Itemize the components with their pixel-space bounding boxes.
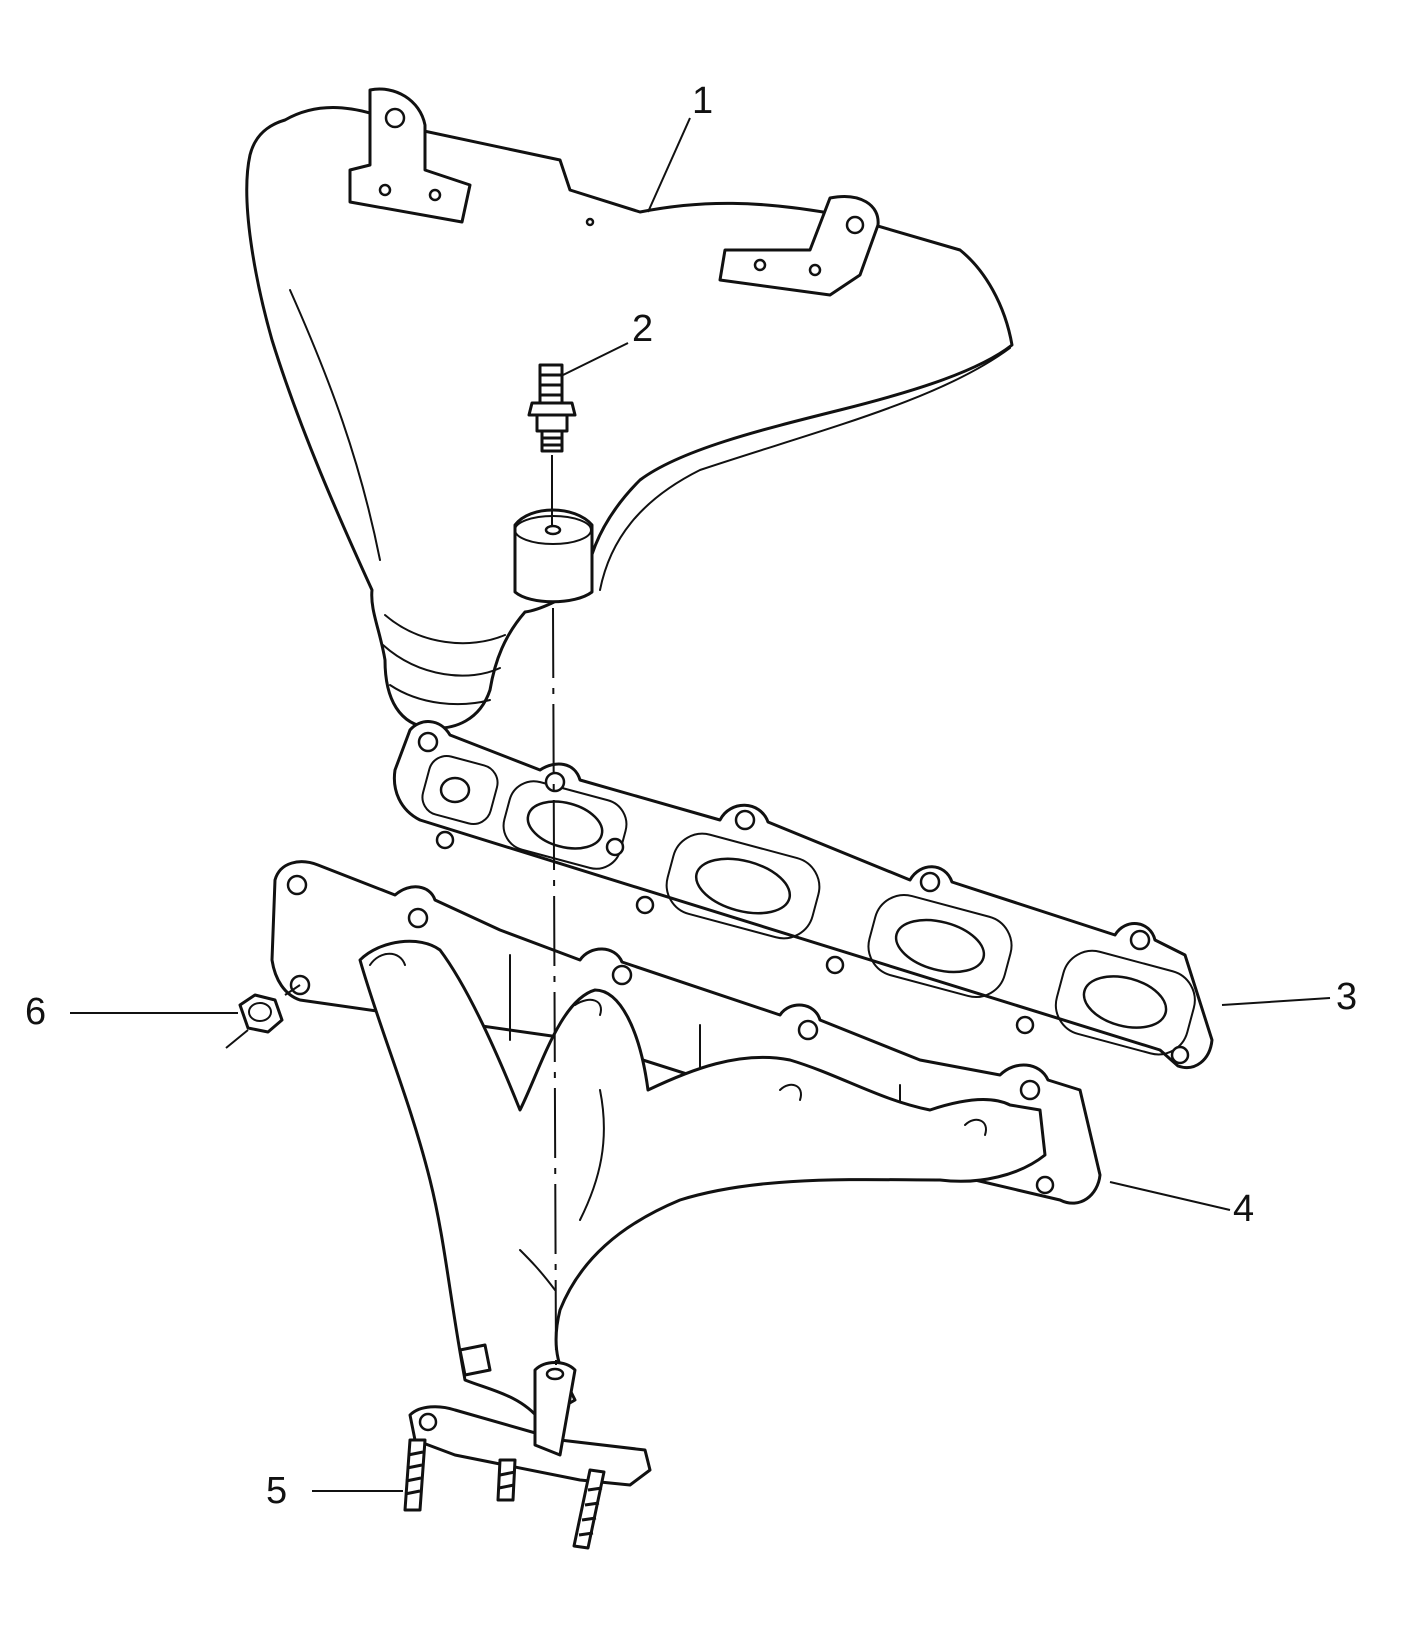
nut — [225, 984, 301, 1049]
callout-2: 2 — [632, 308, 654, 350]
callout-3: 3 — [1336, 976, 1358, 1018]
exhaust-gasket — [392, 720, 1214, 1069]
heat-shield — [245, 87, 1014, 730]
leader-lines — [70, 117, 1331, 1492]
leader-1 — [647, 117, 691, 213]
callout-4: 4 — [1233, 1188, 1255, 1230]
stud — [527, 363, 577, 453]
callout-6: 6 — [25, 991, 47, 1033]
outlet-studs — [403, 1438, 606, 1550]
leader-4 — [1109, 1181, 1231, 1211]
exhaust-manifold — [270, 860, 1102, 1487]
callout-5: 5 — [266, 1470, 288, 1512]
leader-2 — [562, 342, 629, 376]
leader-3 — [1221, 997, 1331, 1006]
assembly-axis-lower — [552, 607, 557, 1366]
callout-1: 1 — [692, 80, 714, 122]
